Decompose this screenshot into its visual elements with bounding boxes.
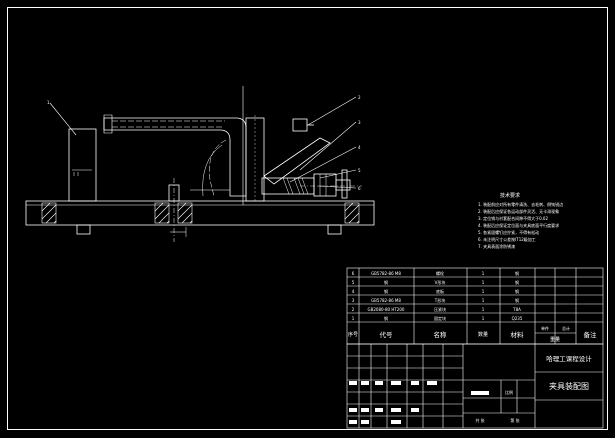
- sheet-no-label: 第 张: [510, 417, 519, 423]
- base-hatch-right: [344, 202, 360, 224]
- bom-row-6-no: 1: [352, 316, 355, 321]
- bom-row-4-no: 3: [352, 298, 355, 303]
- bom-header: 序号 代号 名称 数量 材料 单件 总计 重量 备注: [348, 325, 597, 343]
- bom-row-2-name: V形块: [435, 279, 446, 285]
- callout-1: 1: [47, 100, 50, 105]
- bom-header-note: 备注: [584, 330, 598, 339]
- bom-header-code: 代号: [380, 330, 394, 339]
- bom-row-3-code: 钢: [384, 288, 388, 294]
- bom-header-material: 材料: [511, 330, 525, 339]
- callout-2: 2: [358, 95, 361, 100]
- bom-row-5-material: T8A: [512, 307, 521, 312]
- bom-row-1-qty: 1: [482, 271, 485, 276]
- title-block-text: 哈理工课程设计 夹具装配图 比例 共 张 第 张: [475, 354, 592, 423]
- bom-header-weight: 重量: [550, 336, 560, 343]
- bom-row-3-name: 底板: [436, 288, 444, 294]
- bom-row-5-qty: 1: [482, 307, 485, 312]
- sheet-count-label: 共 张: [475, 417, 484, 423]
- screw-handle: [341, 169, 348, 199]
- tech-line-3: 3. 定位销与衬套配合间隙不得大于0.02: [478, 215, 548, 221]
- bom-row-6-code: 钢: [384, 315, 388, 321]
- title-block: [346, 343, 604, 429]
- bom-header-weight-single: 单件: [541, 325, 549, 331]
- bom-row-5-no: 2: [352, 307, 355, 312]
- tech-line-6: 6. 未注明尺寸公差按IT12级加工: [478, 236, 536, 242]
- clamp-screw-top: [292, 118, 308, 132]
- base-plate: [25, 200, 375, 226]
- drawing-frame: [7, 7, 608, 430]
- bom-header-no: 序号: [348, 331, 358, 338]
- v-block: [313, 173, 337, 197]
- bom-row-1-material: 钢: [515, 270, 519, 276]
- foot-right: [327, 224, 342, 235]
- tech-line-2: 2. 装配后应保证各运动部件灵活、无卡滞现象: [478, 208, 559, 214]
- bom-row-2-material: 钢: [515, 279, 519, 285]
- bom-row-5-code: GB2080-80 HT200: [368, 307, 405, 312]
- bom-row-3-no: 4: [352, 289, 355, 294]
- press-arm: [263, 137, 331, 185]
- bom-row-1-name: 螺栓: [436, 270, 444, 276]
- bom-row-3-qty: 1: [482, 289, 485, 294]
- workpiece-upper: [103, 117, 247, 197]
- tech-line-1: 1. 装配前应对所有零件清洗、去毛刺、倒钝锐边: [478, 201, 563, 207]
- leaders: [49, 96, 357, 189]
- tech-line-7: 7. 夹具表面涂防锈漆: [478, 243, 515, 249]
- bom-row-5-name: 压紧块: [434, 306, 446, 312]
- bom-table: [346, 267, 604, 345]
- bom-row-6-qty: 1: [482, 316, 485, 321]
- tech-requirements-title: 技术要求: [500, 192, 520, 199]
- bom-row-2-code: 钢: [384, 279, 388, 285]
- callout-4: 4: [358, 145, 361, 150]
- callout-5: 5: [358, 168, 361, 173]
- foot-left: [76, 224, 91, 235]
- bom-header-qty: 数量: [478, 331, 488, 338]
- bom-row-1-code: GB5782-86 M8: [371, 271, 401, 276]
- fixed-block: [68, 128, 97, 202]
- callout-labels: 1 2 3 4 5 6: [47, 95, 361, 191]
- callout-3: 3: [358, 120, 361, 125]
- school-name: 哈理工课程设计: [546, 354, 592, 363]
- tech-line-4: 4. 装配后应保证定位面与夹具底面平行度要求: [478, 222, 559, 228]
- bom-row-2-no: 5: [352, 280, 355, 285]
- bom-header-weight-total: 总计: [562, 325, 570, 331]
- bom-row-4-material: 钢: [515, 297, 519, 303]
- bom-row-6-name: 固定块: [434, 315, 446, 321]
- base-hatch-left: [41, 202, 57, 224]
- base-hatch-mid: [154, 202, 193, 224]
- bom-row-1-no: 6: [352, 271, 355, 276]
- bom-row-4-code: GB5782-86 M8: [371, 298, 401, 303]
- bom-header-name: 名称: [434, 330, 448, 339]
- bom-row-3-material: 钢: [515, 288, 519, 294]
- tech-line-5: 5. 各紧固螺钉应拧紧，不得有松动: [478, 229, 539, 235]
- title-block-fills: [349, 381, 489, 424]
- main-view: [25, 86, 375, 242]
- callout-6: 6: [358, 186, 361, 191]
- bom-row-4-name: T形块: [434, 297, 445, 303]
- drawing-title: 夹具装配图: [549, 381, 589, 391]
- bom-rows: 6 GB5782-86 M8 螺栓 1 钢 5 钢 V形块 1 钢 4 钢 底板…: [352, 270, 523, 321]
- scale-label: 比例: [505, 389, 513, 395]
- screw-shaft: [335, 179, 351, 191]
- bom-row-6-material: Q235: [512, 316, 523, 321]
- bom-row-4-qty: 1: [482, 298, 485, 303]
- bom-row-2-qty: 1: [482, 280, 485, 285]
- tech-requirements: 技术要求 1. 装配前应对所有零件清洗、去毛刺、倒钝锐边 2. 装配后应保证各运…: [478, 192, 563, 249]
